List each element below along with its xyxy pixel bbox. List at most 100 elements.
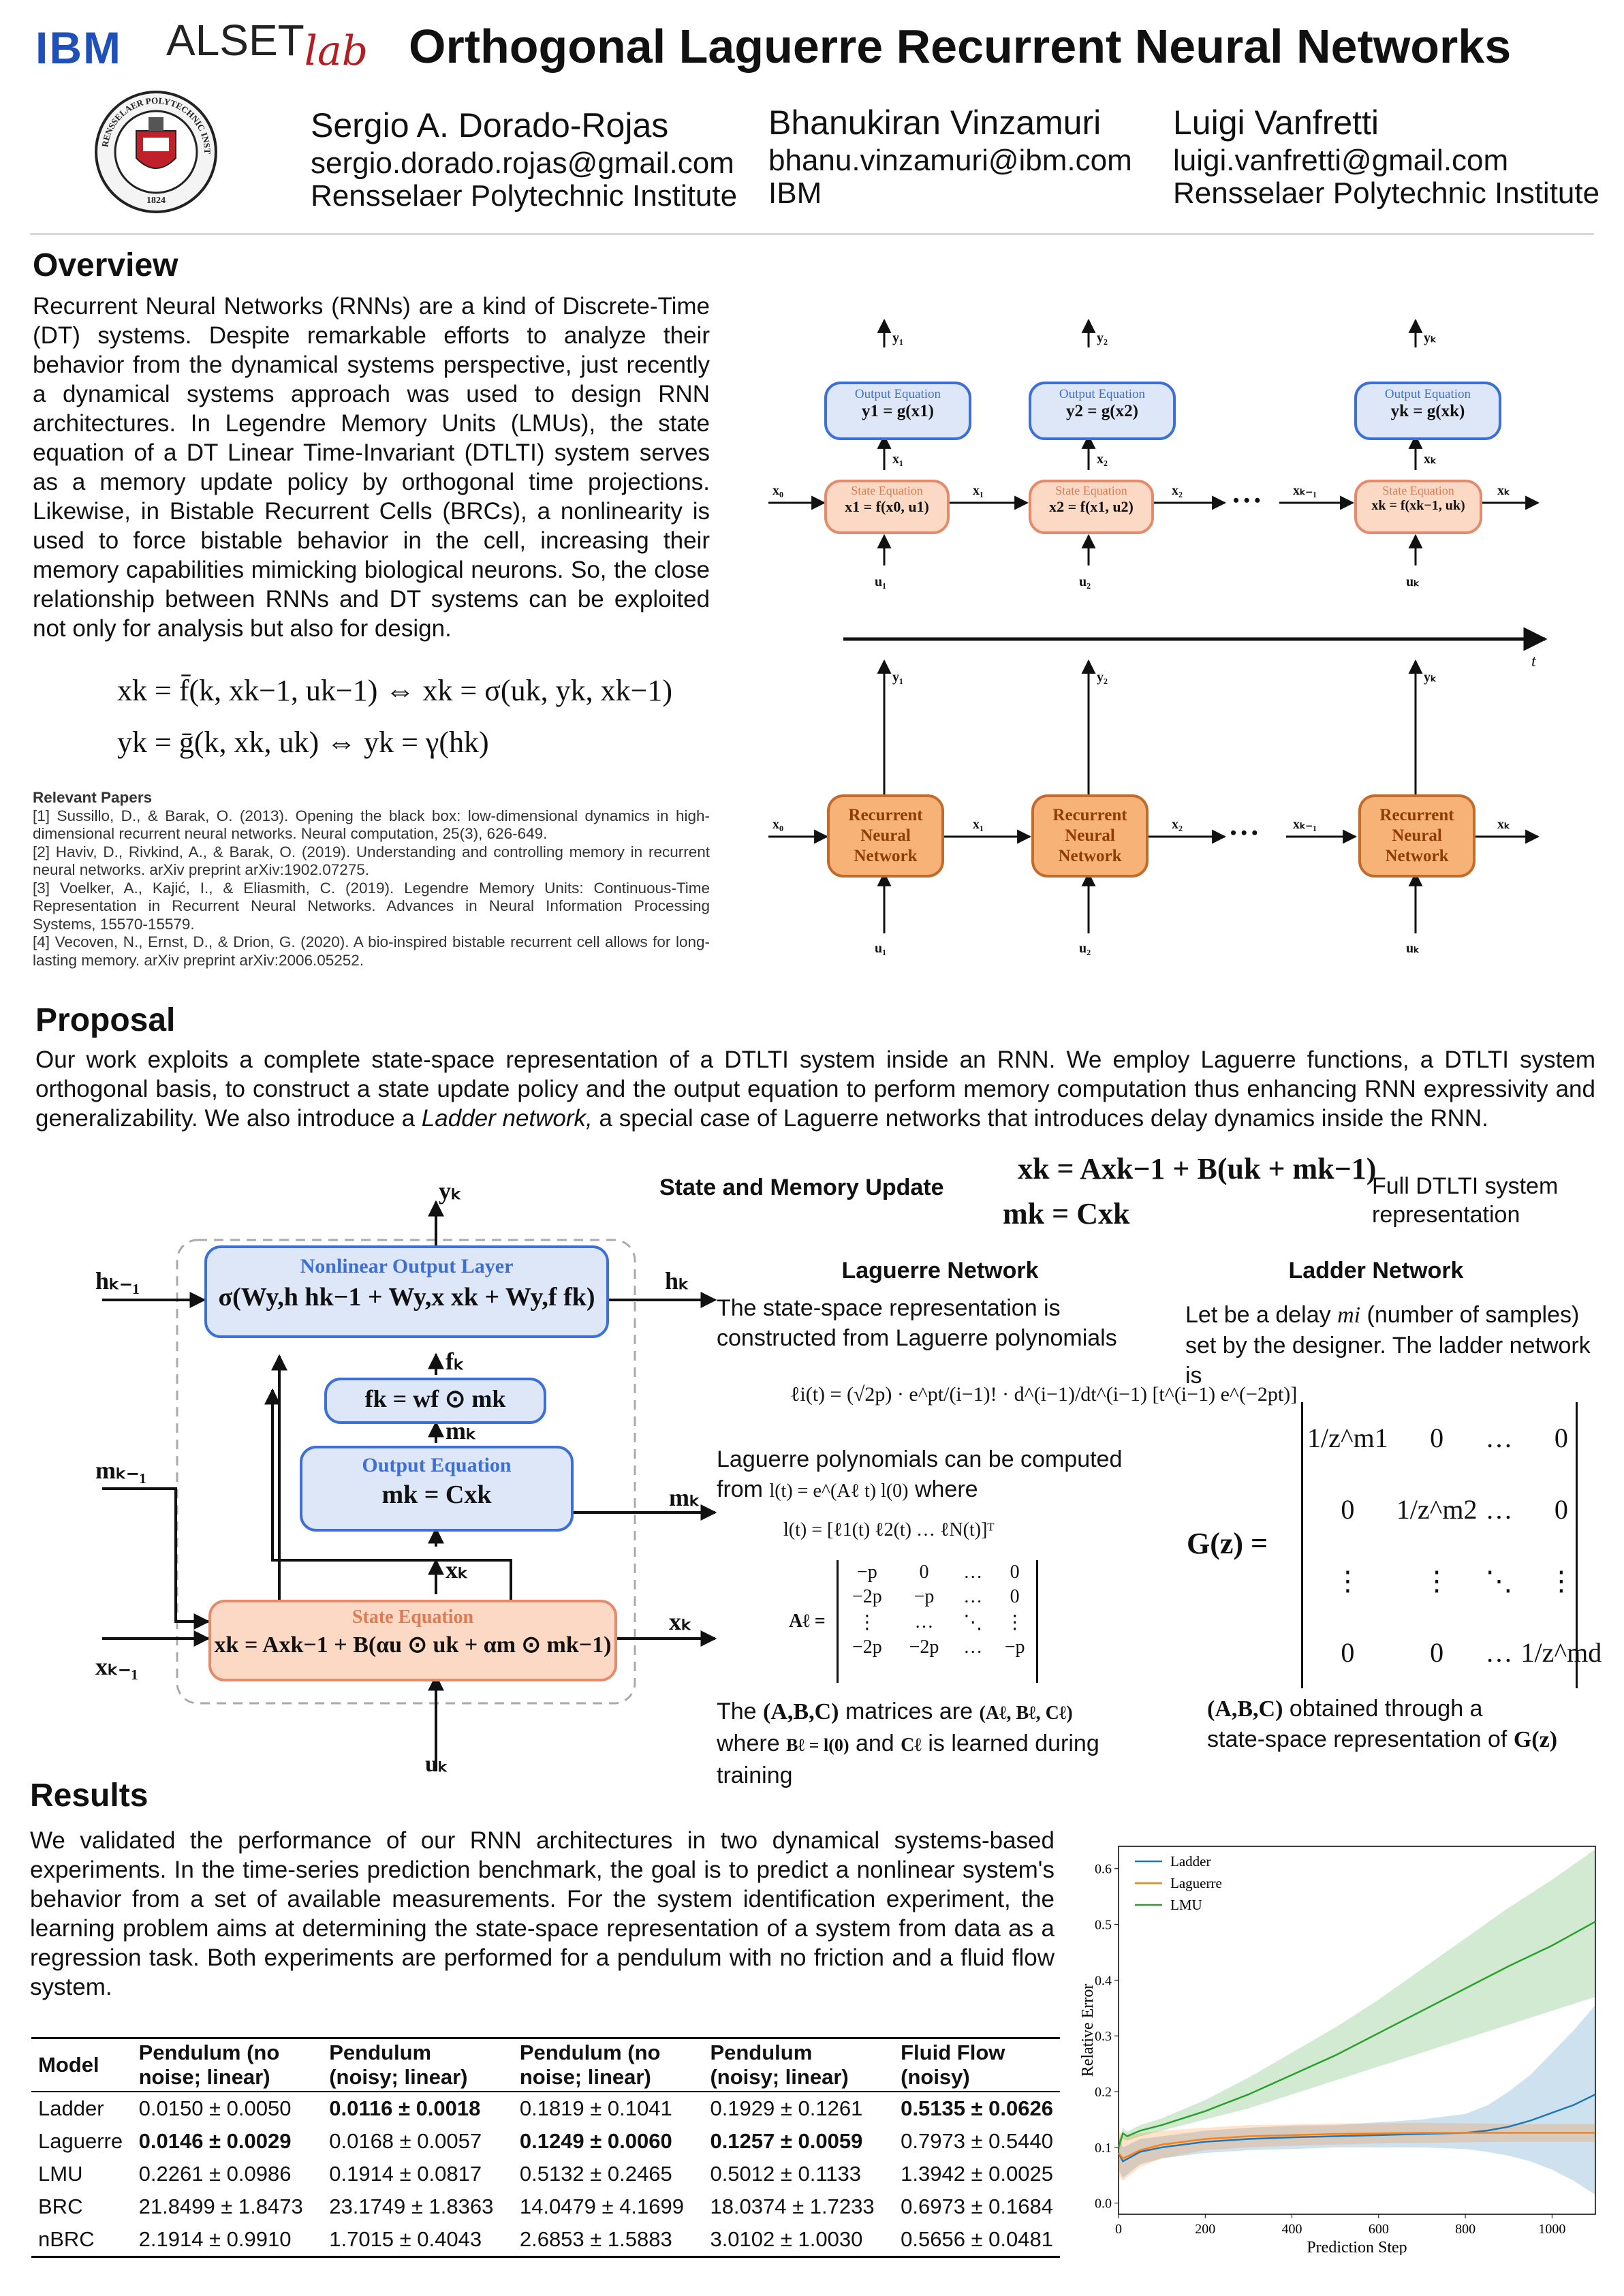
paper-ref: [1] Sussillo, D., & Barak, O. (2013). Op… (33, 807, 710, 843)
state-update-eq: xk = Axk−1 + B(uk + mk−1) (1018, 1152, 1377, 1185)
laguerre-after-text: and (855, 1731, 894, 1756)
results-text: We validated the performance of our RNN … (30, 1827, 1055, 2000)
proposal-text-part: Our work exploits a complete state-space… (35, 1046, 1595, 1132)
ibm-logo: IBM (35, 22, 122, 73)
state-equation-cell-eq: xk = Axk−1 + B(αu ⊙ uk + αm ⊙ mk−1) (214, 1632, 612, 1658)
output-equation-label: Output Equation (1384, 387, 1471, 401)
ladder-after-text: obtained through a (1289, 1696, 1483, 1722)
svg-text:hₖ₋₁: hₖ₋₁ (95, 1267, 140, 1294)
matrix-cell: ⋱ (1485, 1566, 1513, 1596)
state-equation: xk = f(xk−1, uk) (1371, 498, 1465, 513)
laguerre-computed-text: where (914, 1476, 978, 1502)
model-name-cell: BRC (38, 2194, 83, 2218)
table-header: Pendulum (no noise; linear) (519, 2041, 661, 2089)
matrix-row: −2p−2p…−p (839, 1635, 1036, 1660)
metric-cell: 14.0479 ± 4.1699 (519, 2194, 684, 2218)
author-email[interactable]: luigi.vanfretti@gmail.com (1173, 144, 1509, 177)
laguerre-vector-eq: l(t) = [ℓ1(t) ℓ2(t) … ℓN(t)]ᵀ (783, 1519, 995, 1540)
svg-text:yₖ: yₖ (1424, 670, 1437, 685)
matrix-cell: … (1485, 1423, 1513, 1453)
author-name: Bhanukiran Vinzamuri (768, 104, 1102, 142)
proposal-text-part: a special case of Laguerre networks that… (592, 1105, 1488, 1132)
laguerre-after-text: The (717, 1698, 757, 1724)
matrix-cell: ⋮ (1005, 1612, 1025, 1633)
metric-cell: 0.0168 ± 0.0057 (329, 2129, 482, 2153)
svg-text:x₁: x₁ (892, 452, 903, 467)
ellipsis: • • • (1233, 491, 1261, 510)
model-name-cell: Ladder (38, 2096, 104, 2120)
matrix-cell: 0 (1341, 1637, 1355, 1668)
author-email[interactable]: sergio.dorado.rojas@gmail.com (311, 146, 734, 180)
output-equation-cell-box: Output Equation mk = Cxk (300, 1446, 574, 1532)
header-divider (30, 233, 1594, 235)
papers-heading: Relevant Papers (33, 789, 153, 806)
results-heading: Results (30, 1778, 149, 1814)
rnn-cell-label: Recurrent Neural Network (848, 806, 923, 865)
svg-text:yₖ: yₖ (1424, 330, 1437, 345)
matrix-cell: 0 (919, 1562, 929, 1583)
laguerre-computed-text: Laguerre polynomials can be computed (717, 1446, 1123, 1472)
metric-cell: 0.1249 ± 0.0060 (519, 2129, 672, 2153)
svg-text:yₖ: yₖ (439, 1177, 461, 1205)
state-equation-label: State Equation (1382, 484, 1454, 497)
matrix-row: ⋮⋮⋱⋮ (1303, 1545, 1606, 1617)
metric-cell: 0.1914 ± 0.0817 (329, 2162, 482, 2186)
author-affiliation: Rensselaer Polytechnic Institute (1173, 176, 1600, 210)
ladder-after-abc: (A,B,C) (1207, 1696, 1283, 1722)
svg-text:xₖ: xₖ (446, 1556, 468, 1583)
output-equation: yk = g(xk) (1390, 402, 1465, 420)
svg-text:x₂: x₂ (1097, 452, 1108, 467)
matrix-cell: 1/z^m1 (1307, 1423, 1388, 1453)
metric-cell: 0.2261 ± 0.0986 (138, 2162, 292, 2186)
output-equation-label: Output Equation (1059, 387, 1146, 401)
proposal-text: Our work exploits a complete state-space… (35, 1045, 1595, 1133)
table-header: Fluid Flow (noisy) (901, 2041, 1005, 2089)
plot-area (1118, 1846, 1596, 2215)
matrix-cell: −p (1004, 1636, 1025, 1658)
state-equation-box: State Equation xk = f(xk−1, uk) (1354, 480, 1482, 534)
laguerre-after-text: matrices are (845, 1698, 973, 1724)
ellipsis: • • • (1230, 823, 1258, 843)
output-equation: y2 = g(x2) (1066, 402, 1138, 420)
matrix-cell: −2p (909, 1636, 939, 1658)
metric-cell: 0.0150 ± 0.0050 (138, 2096, 292, 2120)
state-equation-cell-label: State Equation (352, 1607, 474, 1628)
svg-text:x₂: x₂ (1172, 817, 1183, 832)
matrix-cell: ⋮ (1547, 1566, 1575, 1596)
metric-cell: 18.0374 ± 1.7233 (710, 2194, 875, 2218)
ladder-intro-text: Let be a delay (1185, 1302, 1331, 1328)
x-tick-label: 0 (1115, 2222, 1122, 2237)
proposal-heading: Proposal (35, 1002, 176, 1038)
overview-eq-2: yk = ḡ(k, xk, uk) ⇔ yk = γ(hk) (117, 726, 489, 759)
y-tick-label: 0.5 (1095, 1918, 1112, 1933)
rnn-cell-label: Recurrent Neural Network (1052, 806, 1127, 865)
svg-text:xₖ₋₁: xₖ₋₁ (1293, 817, 1317, 832)
svg-text:y₂: y₂ (1097, 670, 1108, 685)
matrix-cell: −p (856, 1562, 877, 1583)
series-line (1118, 2132, 1595, 2160)
svg-text:mₖ₋₁: mₖ₋₁ (95, 1457, 146, 1484)
overview-heading: Overview (33, 247, 178, 283)
output-equation: y1 = g(x1) (862, 402, 934, 420)
output-equation-box: Output Equation y2 = g(x2) (1029, 382, 1176, 440)
author-email[interactable]: bhanu.vinzamuri@ibm.com (768, 144, 1132, 177)
matrix-cell: 0 (1554, 1423, 1568, 1453)
svg-text:uₖ: uₖ (1406, 574, 1420, 589)
laguerre-after-text: where (717, 1731, 780, 1756)
matrix-cell: … (963, 1562, 983, 1583)
svg-text:uₖ: uₖ (425, 1752, 448, 1777)
author-2: Bhanukiran Vinzamuri bhanu.vinzamuri@ibm… (768, 101, 1132, 210)
matrix-cell: … (963, 1636, 983, 1658)
table-header: Pendulum (noisy; linear) (710, 2041, 849, 2089)
svg-text:x₂: x₂ (1172, 483, 1183, 498)
proposal-text-emphasis: Ladder network, (421, 1105, 593, 1132)
cell-arrows: yₖ hₖ₋₁ hₖ fₖ mₖ mₖ₋₁ mₖ xₖ xₖ₋₁ xₖ uₖ (95, 1177, 717, 1777)
svg-text:uₖ: uₖ (1406, 941, 1420, 956)
